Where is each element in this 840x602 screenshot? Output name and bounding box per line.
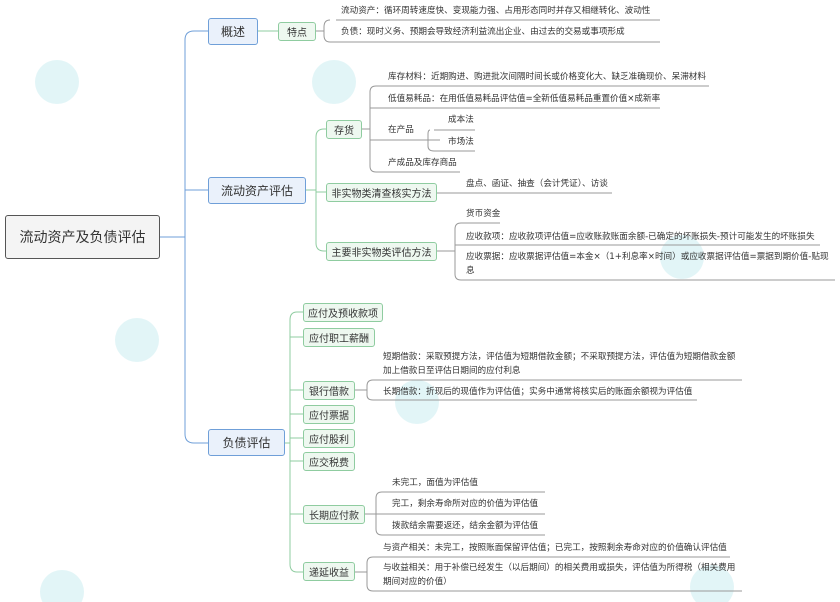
watermark-logo: [35, 60, 79, 104]
leaf-text: 低值易耗品：在用低值易耗品评估值=全新低值易耗品重置价值×成新率: [388, 94, 661, 104]
node-label: 应付及预收款项: [308, 309, 378, 320]
node-label: 非实物类清查核实方法: [331, 189, 432, 200]
root-node[interactable]: 流动资产及负债评估: [5, 215, 160, 259]
leaf-text: 负债：现时义务、预期会导致经济利益流出企业、由过去的交易或事项形成: [341, 27, 625, 37]
leaf-text: 产成品及库存商品: [388, 158, 457, 168]
leaf-text: 与收益相关：用于补偿已经发生（以后期间）的相关费用或损失，评估值为所得税（相关费…: [383, 563, 736, 573]
leaf-text: 期间对应的价值）: [383, 577, 452, 587]
node-current-assets[interactable]: 流动资产评估: [208, 177, 306, 204]
leaf-text: 应收票据：应收票据评估值=本金×（1+利息率×时间）或应收票据评估值=票据到期价…: [466, 252, 829, 262]
node-valuation-methods[interactable]: 主要非实物类评估方法: [326, 242, 437, 261]
node-verify-methods[interactable]: 非实物类清查核实方法: [326, 183, 437, 202]
watermark-logo: [40, 570, 84, 602]
node-inventory[interactable]: 存货: [326, 120, 362, 139]
leaf-text: 长期借款：折现后的现值作为评估值；实务中通常将核实后的账面余额视为评估值: [383, 387, 693, 397]
node-label: 存货: [334, 126, 354, 137]
leaf-text: 在产品: [388, 125, 414, 135]
leaf-text: 息: [466, 266, 475, 276]
node-liability-item[interactable]: 应付票据: [303, 405, 355, 424]
node-liability-item[interactable]: 银行借款: [303, 381, 355, 400]
leaf-text: 应收款项：应收款项评估值=应收账款账面余额-已确定的坏账损失-预计可能发生的坏账…: [466, 232, 815, 242]
node-liability-item[interactable]: 应交税费: [303, 452, 355, 471]
leaf-text: 完工，剩余寿命所对应的价值为评估值: [392, 499, 539, 509]
node-overview[interactable]: 概述: [208, 18, 258, 45]
node-label: 特点: [287, 28, 307, 39]
leaf-text: 货币资金: [466, 209, 501, 219]
leaf-text: 加上借款日至评估日期间的应付利息: [383, 366, 521, 376]
node-label: 长期应付款: [309, 511, 359, 522]
node-label: 流动资产评估: [220, 184, 293, 198]
leaf-text: 成本法: [448, 115, 474, 125]
leaf-text: 拨款结余需要返还，结余金额为评估值: [392, 521, 539, 531]
leaf-text: 未完工，面值为评估值: [392, 478, 478, 488]
node-label: 应付股利: [309, 435, 349, 446]
node-label: 主要非实物类评估方法: [331, 248, 432, 259]
leaf-text: 库存材料：近期购进、购进批次间隔时间长或价格变化大、缺乏准确现价、呆滞材料: [388, 72, 706, 82]
node-label: 递延收益: [309, 568, 349, 579]
node-label: 应付职工薪酬: [309, 334, 369, 345]
node-liability-item[interactable]: 应付职工薪酬: [303, 328, 375, 347]
node-label: 负债评估: [222, 436, 271, 450]
watermark-logo: [395, 380, 439, 424]
node-label: 概述: [220, 25, 245, 39]
leaf-text: 与资产相关：未完工，按照账面保留评估值；已完工，按照剩余寿命对应的价值确认评估值: [383, 543, 727, 553]
node-liability-item[interactable]: 长期应付款: [303, 505, 365, 524]
node-label: 银行借款: [309, 387, 349, 398]
watermark-logo: [660, 235, 704, 279]
leaf-text: 市场法: [448, 137, 474, 147]
node-features[interactable]: 特点: [278, 22, 316, 41]
watermark-logo: [690, 565, 734, 602]
node-liability-item[interactable]: 递延收益: [303, 562, 355, 581]
watermark-logo: [312, 60, 356, 104]
leaf-text: 流动资产：循环周转速度快、变现能力强、占用形态同时并存又相继转化、波动性: [341, 6, 651, 16]
leaf-text: 短期借款：采取预提方法，评估值为短期借款金额；不采取预提方法，评估值为短期借款金…: [383, 352, 736, 362]
node-label: 应付票据: [309, 411, 349, 422]
node-liability-item[interactable]: 应付股利: [303, 429, 355, 448]
node-liabilities[interactable]: 负债评估: [208, 429, 285, 456]
node-liability-item[interactable]: 应付及预收款项: [303, 303, 383, 322]
root-label: 流动资产及负债评估: [19, 230, 146, 246]
leaf-text: 盘点、函证、抽查（会计凭证）、访谈: [466, 179, 608, 189]
node-label: 应交税费: [309, 458, 349, 469]
watermark-logo: [115, 318, 159, 362]
